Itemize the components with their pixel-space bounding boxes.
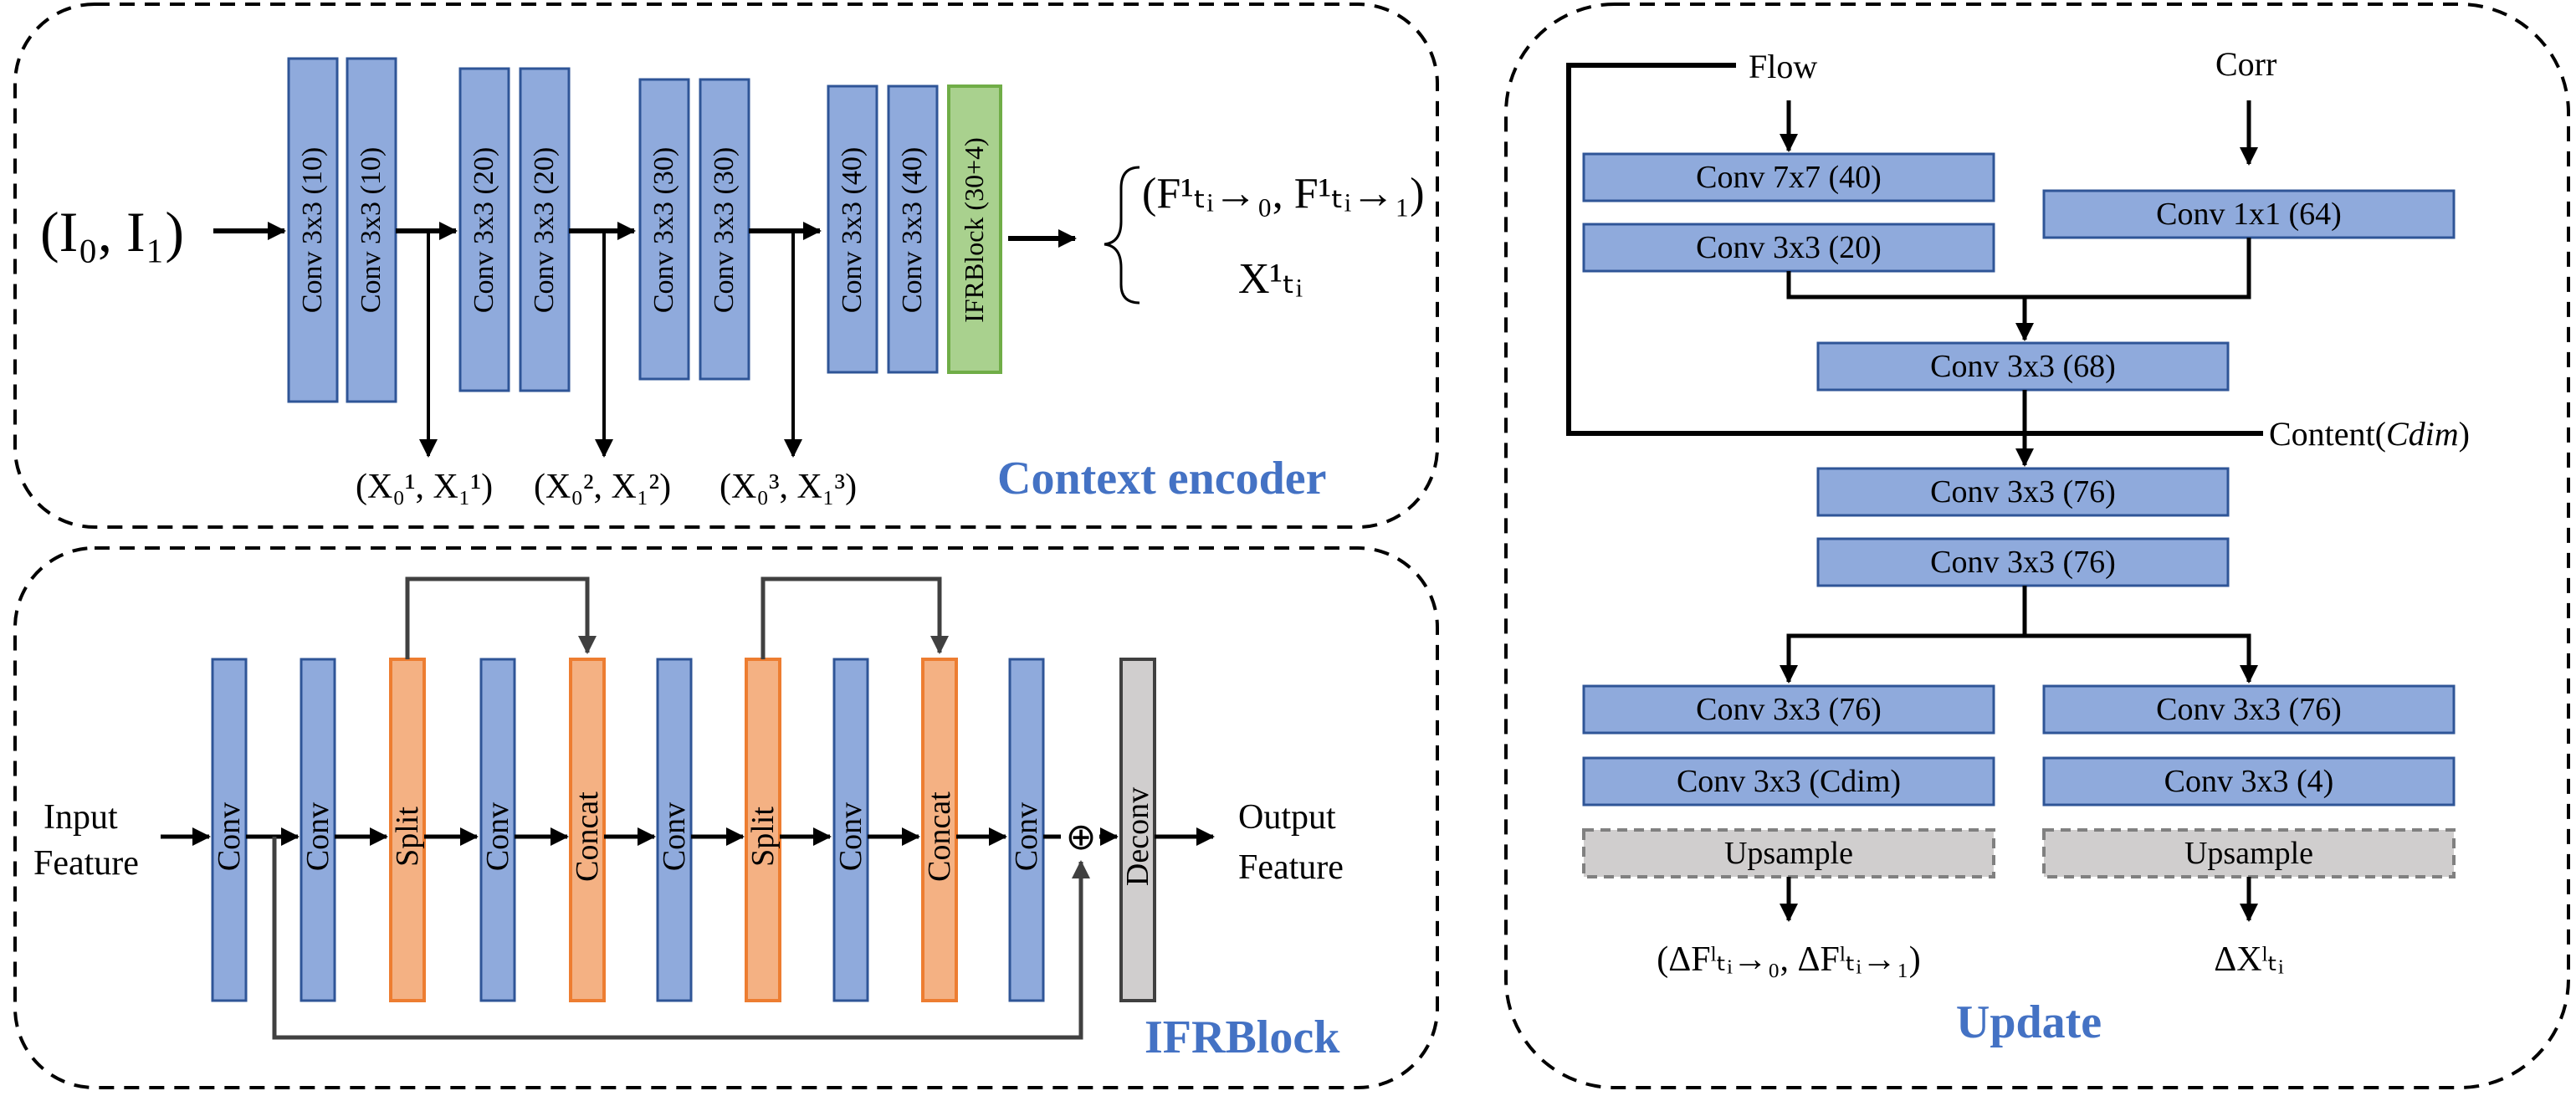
conv3x3-76-box-b: Conv 3x3 (76) [1816,537,2230,587]
ifr-conv-1: Conv [211,658,248,1002]
output-brace [1104,166,1140,305]
feature-label-2: (X₀², X₁²) [534,468,671,506]
context-conv-6: Conv 3x3 (30) [699,78,750,381]
svg-text:Conv 3x3 (76): Conv 3x3 (76) [1930,545,2116,580]
svg-text:Conv 3x3 (10): Conv 3x3 (10) [356,147,387,313]
right-conv76-box: Conv 3x3 (76) [2042,684,2456,735]
svg-text:Conv 3x3 (68): Conv 3x3 (68) [1930,349,2116,384]
svg-text:Concat: Concat [922,791,957,882]
context-input-label: (I₀, I₁) [40,200,184,264]
context-output-x: X¹ₜᵢ [1238,255,1303,303]
svg-text:Conv 3x3 (76): Conv 3x3 (76) [1930,474,2116,510]
svg-text:Conv: Conv [657,802,692,871]
svg-text:Split: Split [390,807,425,867]
ifr-plus-symbol: ⊕ [1066,816,1097,858]
context-conv-1: Conv 3x3 (10) [287,57,339,403]
ifr-conv-3: Conv [479,658,516,1002]
right-conv4-box: Conv 3x3 (4) [2042,756,2456,807]
svg-text:Conv 7x7 (40): Conv 7x7 (40) [1696,160,1882,195]
context-ifrblock: IFRBlock (30+4) [947,85,1002,374]
svg-text:Conv 3x3 (76): Conv 3x3 (76) [1696,692,1882,727]
ifr-conv-4: Conv [656,658,693,1002]
residual-connection [272,837,1090,1040]
svg-text:Conv 3x3 (30): Conv 3x3 (30) [648,147,679,313]
svg-text:Conv 1x1 (64): Conv 1x1 (64) [2156,197,2342,232]
context-conv-5: Conv 3x3 (30) [638,78,690,381]
svg-text:Conv 3x3 (10): Conv 3x3 (10) [297,147,328,313]
svg-text:Conv 3x3 (76): Conv 3x3 (76) [2156,692,2342,727]
svg-text:Conv 3x3 (30): Conv 3x3 (30) [709,147,740,313]
svg-text:Conv 3x3 (4): Conv 3x3 (4) [2164,764,2334,799]
ifr-input-label-2: Feature [33,844,139,883]
flow-label: Flow [1749,48,1817,85]
svg-text:Upsample: Upsample [2184,836,2313,871]
ifr-conv-5: Conv [832,658,869,1002]
ifrblock-panel [13,546,1439,1089]
feature-label-3: (X₀³, X₁³) [720,468,857,506]
ifr-concat-1: Concat [569,658,606,1002]
ifr-split-2: Split [745,658,781,1002]
svg-text:Conv: Conv [300,802,335,871]
ifrblock-title: IFRBlock [1145,1011,1340,1063]
skip-connection-2 [761,576,949,659]
left-conv76-box: Conv 3x3 (76) [1582,684,1995,735]
right-output-label: ΔXˡₜᵢ [2214,940,2284,979]
context-encoder-title: Context encoder [997,453,1326,504]
flow-bypass-line [1566,63,1941,436]
svg-text:Conv 3x3 (Cdim): Conv 3x3 (Cdim) [1677,764,1901,799]
update-panel [1504,3,2570,1089]
svg-text:Split: Split [745,807,781,867]
context-conv-2: Conv 3x3 (10) [346,57,397,403]
right-upsample-box: Upsample [2042,828,2456,878]
skip-connection-1 [405,576,597,659]
conv3x3-68-box: Conv 3x3 (68) [1816,341,2230,392]
ifr-input-label-1: Input [44,798,118,837]
left-output-label: (ΔFˡₜᵢ→₀, ΔFˡₜᵢ→₁) [1657,940,1920,979]
svg-text:Concat: Concat [570,791,605,882]
context-conv-7: Conv 3x3 (40) [827,85,878,374]
svg-text:Conv: Conv [480,802,515,871]
context-conv-4: Conv 3x3 (20) [519,67,571,392]
conv3x3-76-box-a: Conv 3x3 (76) [1816,467,2230,517]
conv1x1-box: Conv 1x1 (64) [2042,189,2456,239]
svg-text:Conv: Conv [1009,802,1044,871]
context-encoder-panel [13,3,1439,529]
left-upsample-box: Upsample [1582,828,1995,878]
svg-text:Conv 3x3 (40): Conv 3x3 (40) [897,147,928,313]
context-conv-3: Conv 3x3 (20) [458,67,510,392]
svg-text:Conv: Conv [833,802,868,871]
ifr-concat-2: Concat [921,658,958,1002]
svg-text:Deconv: Deconv [1120,787,1155,886]
ifr-split-1: Split [389,658,426,1002]
context-output-flow: (F¹ₜᵢ→₀, F¹ₜᵢ→₁) [1142,170,1425,218]
ifr-deconv: Deconv [1119,658,1156,1002]
svg-text:Conv 3x3 (20): Conv 3x3 (20) [469,147,499,313]
conv7x7-box: Conv 7x7 (40) [1582,152,1995,202]
feature-label-1: (X₀¹, X₁¹) [356,468,493,506]
ifr-output-label-1: Output [1238,798,1336,837]
svg-text:Upsample: Upsample [1724,836,1853,871]
svg-text:Conv 3x3 (20): Conv 3x3 (20) [529,147,560,313]
content-label: Content(Cdim) [2269,415,2470,453]
ifr-conv-6: Conv [1008,658,1045,1002]
svg-text:Conv 3x3 (20): Conv 3x3 (20) [1696,230,1882,265]
corr-label: Corr [2215,45,2276,83]
update-title: Update [1956,996,2102,1048]
left-cdim-box: Conv 3x3 (Cdim) [1582,756,1995,807]
ifr-output-label-2: Feature [1238,848,1344,887]
ifr-conv-2: Conv [300,658,336,1002]
svg-text:Conv 3x3 (40): Conv 3x3 (40) [837,147,868,313]
svg-text:IFRBlock (30+4): IFRBlock (30+4) [959,137,989,323]
svg-text:Conv: Conv [212,802,247,871]
conv3x3-20-box: Conv 3x3 (20) [1582,223,1995,273]
context-conv-8: Conv 3x3 (40) [887,85,939,374]
